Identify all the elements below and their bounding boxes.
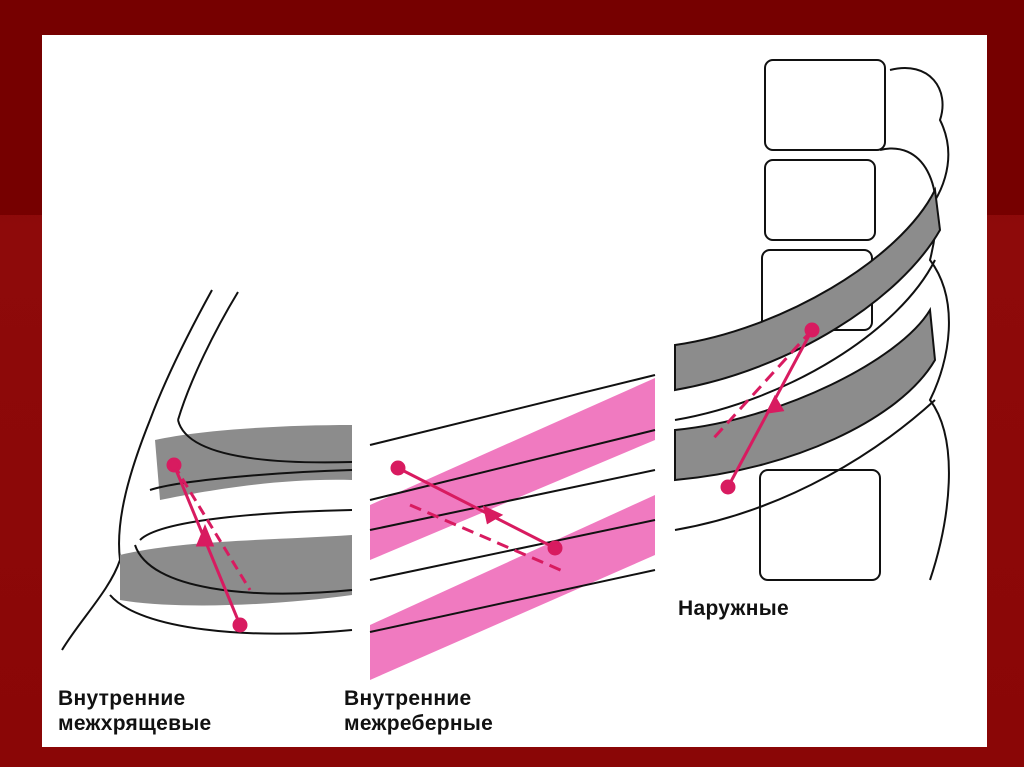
- muscle-band-lower: [370, 495, 655, 680]
- rib-right-upper: [674, 186, 942, 392]
- intercartilaginous-arrows: [166, 457, 252, 633]
- label-line-2: межреберные: [344, 712, 494, 735]
- intercartilaginous-section: [61, 289, 353, 651]
- label-external: Наружные: [678, 597, 789, 620]
- label-line-1: Внутренние: [58, 687, 186, 710]
- rib-lower: [120, 535, 352, 606]
- label-line-1: Внутренние: [344, 687, 472, 710]
- label-internal-intercartilaginous: Внутренние межхрящевые: [58, 686, 212, 736]
- label-line-2: межхрящевые: [58, 712, 212, 735]
- external-section: [674, 186, 942, 531]
- intercostal-section: [369, 374, 656, 680]
- rib-upper: [155, 425, 352, 500]
- label-internal-intercostal: Внутренние межреберные: [344, 686, 493, 736]
